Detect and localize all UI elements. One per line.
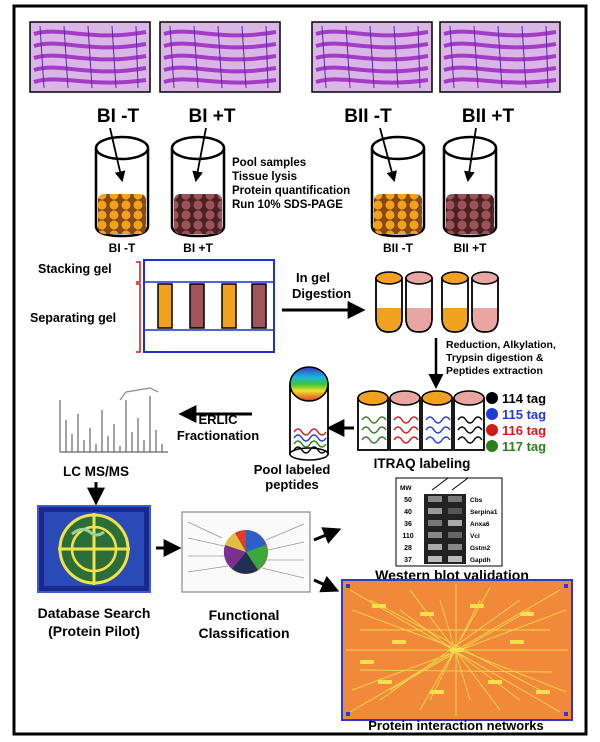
sample-label: BI +T	[189, 106, 236, 127]
tag-dot	[486, 408, 498, 420]
sample-tube	[442, 127, 498, 238]
outer-border	[12, 4, 588, 736]
itraq-tube	[453, 390, 485, 451]
tag-label: 115 tag	[502, 407, 546, 422]
prep-step: Tissue lysis	[232, 171, 297, 183]
tube-label: BI +T	[183, 241, 213, 255]
database-label: Database Search	[38, 605, 151, 621]
pool-label: Pool labeled	[254, 462, 331, 477]
pool-label: peptides	[265, 477, 318, 492]
stacking-gel-label: Stacking gel	[38, 262, 112, 276]
sample-tube	[370, 127, 426, 238]
database-label: (Protein Pilot)	[48, 623, 140, 639]
blot-mw: 28	[404, 545, 412, 552]
prep-step: Pool samples	[232, 157, 306, 169]
tube-label: BII -T	[383, 241, 414, 255]
blot-mw: 110	[402, 533, 413, 540]
blot-protein: Cbs	[470, 497, 483, 504]
itraq-label: ITRAQ labeling	[374, 456, 471, 471]
ms-spectrum	[59, 387, 168, 453]
sample-tube	[170, 127, 226, 238]
blot-protein: Gstm2	[470, 545, 491, 552]
separating-gel-label: Separating gel	[30, 311, 116, 325]
blot-mw-header: MW	[400, 485, 412, 492]
gel-lane	[189, 283, 205, 329]
network-title: Protein interaction networks	[368, 718, 544, 733]
arrow	[313, 575, 340, 593]
tag-label: 117 tag	[502, 439, 546, 454]
reduction-step: Reduction, Alkylation,	[446, 339, 556, 351]
gel-lane	[221, 283, 237, 329]
digest-label: In gel	[296, 270, 330, 285]
gel-lane	[157, 283, 173, 329]
tube-label: BII +T	[453, 241, 487, 255]
functional-label: Functional	[209, 607, 280, 623]
sample-tube	[94, 127, 150, 238]
digestion-tube	[441, 271, 469, 333]
digestion-tube	[405, 271, 433, 333]
itraq-tube	[389, 390, 421, 451]
blot-mw: 50	[404, 497, 412, 504]
reduction-step: Peptides extraction	[446, 365, 543, 377]
radar-icon	[37, 505, 151, 593]
prep-step: Protein quantification	[232, 185, 350, 197]
itraq-tube	[421, 390, 453, 451]
arrow	[313, 527, 342, 544]
lcms-label: LC MS/MS	[63, 464, 129, 479]
tag-label: 114 tag	[502, 391, 546, 406]
tag-dot	[486, 392, 498, 404]
functional-chart	[181, 511, 311, 593]
tissue-image-bii-plus	[438, 20, 562, 94]
interaction-network	[341, 579, 573, 721]
digest-label: Digestion	[292, 286, 351, 301]
tube-label: BI -T	[109, 241, 136, 255]
gel-lane	[251, 283, 267, 329]
blot-mw: 40	[404, 509, 412, 516]
tag-label: 116 tag	[502, 423, 546, 438]
sample-label: BII -T	[344, 106, 392, 127]
reduction-step: Trypsin digestion &	[446, 352, 544, 364]
tissue-image-bi-minus	[28, 20, 152, 94]
blot-mw: 36	[404, 521, 412, 528]
blot-mw: 37	[404, 557, 412, 564]
digestion-tube	[471, 271, 499, 333]
functional-label: Classification	[198, 625, 289, 641]
blot-protein: Anxa6	[470, 521, 490, 528]
prep-step: Run 10% SDS-PAGE	[232, 199, 343, 211]
pooled-tube	[289, 366, 329, 461]
tag-dot	[486, 440, 498, 452]
sds-page-gel	[143, 259, 275, 353]
erlic-label: Fractionation	[177, 428, 259, 443]
blot-protein: Gapdh	[470, 557, 491, 564]
blot-protein: Serpina1	[470, 509, 498, 516]
erlic-label: ERLIC	[199, 412, 239, 427]
digestion-tube	[375, 271, 403, 333]
western-blot	[395, 477, 503, 567]
tissue-image-bi-plus	[158, 20, 282, 94]
sample-label: BII +T	[462, 106, 515, 127]
blot-protein: Vcl	[470, 533, 480, 540]
tag-dot	[486, 424, 498, 436]
tissue-image-bii-minus	[310, 20, 434, 94]
itraq-tube	[357, 390, 389, 451]
sample-label: BI -T	[97, 106, 140, 127]
